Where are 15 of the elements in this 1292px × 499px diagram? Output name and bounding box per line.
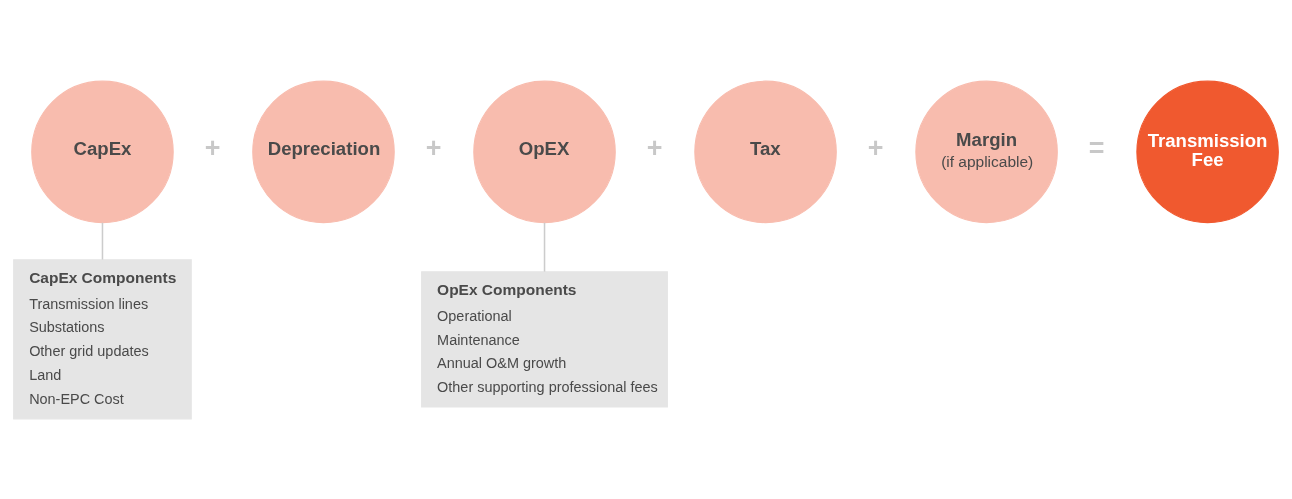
node-circle: Depreciation	[252, 80, 395, 223]
connector	[101, 221, 104, 260]
connector	[543, 221, 546, 272]
label: +	[204, 132, 221, 163]
label: +	[867, 132, 884, 163]
node-circle: OpEX	[473, 80, 616, 223]
node-circle: CapEx	[31, 80, 174, 223]
node-circle: Margin (if applicable)	[915, 80, 1058, 223]
label: =	[1088, 132, 1105, 163]
label: +	[646, 132, 663, 163]
node-box: CapEx Components Transmission lines Substations Other grid updates Land Non-EPC Cost	[13, 258, 192, 419]
node-circle: Transmission Fee	[1136, 80, 1279, 223]
node-circle: Tax	[694, 80, 837, 223]
label: +	[425, 132, 442, 163]
node-box: OpEx Components Operational Maintenance Annual O&M growth Other supporting professional fees	[421, 270, 668, 407]
